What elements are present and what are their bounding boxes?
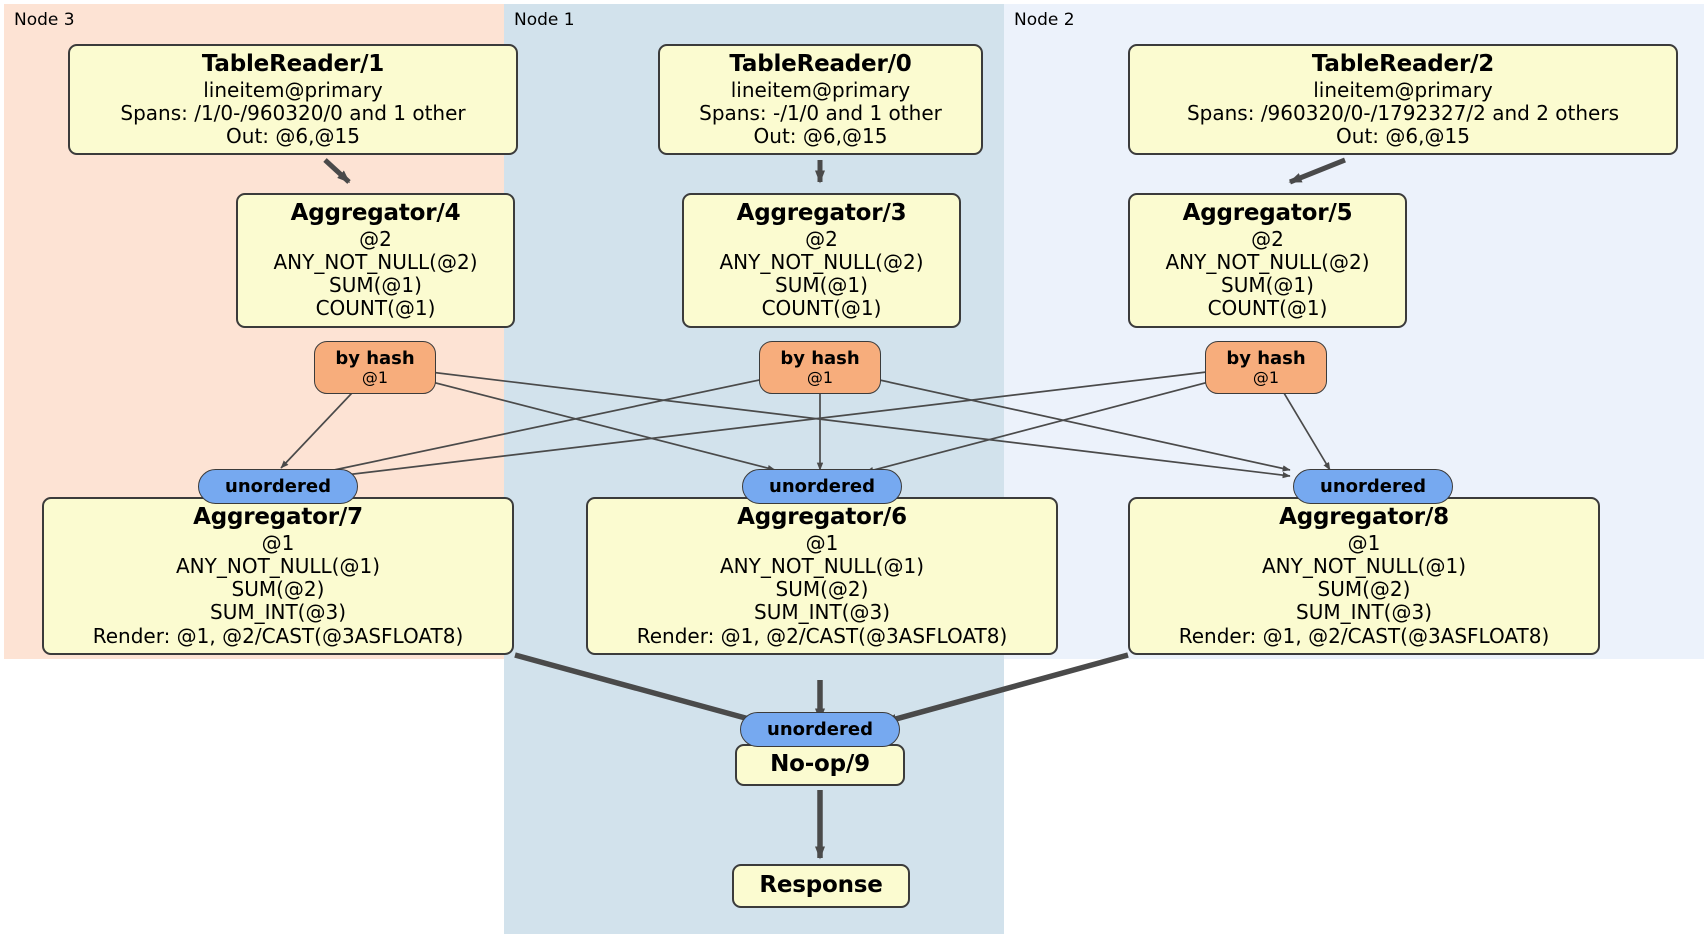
output-router-by-hash-left[interactable]: by hash @1 [314,341,436,394]
processor-row: ANY_NOT_NULL(@1) [720,553,924,578]
processor-aggregator-7[interactable]: Aggregator/7 @1 ANY_NOT_NULL(@1) SUM(@2)… [42,497,514,655]
processor-row: @1 [805,530,839,555]
processor-row: Out: @6,@15 [753,124,888,149]
sync-type-label: unordered [769,475,875,497]
processor-row: ANY_NOT_NULL(@1) [176,553,380,578]
input-sync-unordered-final[interactable]: unordered [740,712,900,747]
processor-row: lineitem@primary [1313,77,1493,102]
processor-title: TableReader/0 [729,51,912,77]
processor-row: @2 [805,226,838,251]
processor-aggregator-8[interactable]: Aggregator/8 @1 ANY_NOT_NULL(@1) SUM(@2)… [1128,497,1600,655]
processor-row: SUM_INT(@3) [210,600,346,625]
router-type-label: by hash [1226,347,1306,369]
processor-row: COUNT(@1) [315,296,436,321]
processor-row: @1 [261,530,295,555]
processor-row: Render: @1, @2/CAST(@3ASFLOAT8) [92,623,464,648]
processor-row: Spans: /1/0-/960320/0 and 1 other [120,100,466,125]
processor-row: lineitem@primary [203,77,383,102]
input-sync-unordered-right[interactable]: unordered [1293,469,1453,504]
processor-row: SUM(@1) [329,273,422,298]
processor-row: COUNT(@1) [761,296,882,321]
processor-title: TableReader/1 [201,51,385,77]
router-type-label: by hash [335,347,415,369]
router-column-label: @1 [806,367,834,387]
processor-aggregator-3[interactable]: Aggregator/3 @2 ANY_NOT_NULL(@2) SUM(@1)… [682,193,961,328]
processor-row: Out: @6,@15 [1336,124,1470,149]
region-node-2-label: Node 2 [1014,10,1075,30]
processor-title: Aggregator/3 [736,200,907,226]
processor-row: @2 [1251,226,1284,251]
sync-type-label: unordered [767,718,873,740]
processor-row: SUM(@1) [1221,273,1314,298]
processor-row: Render: @1, @2/CAST(@3ASFLOAT8) [636,623,1008,648]
processor-title: Aggregator/5 [1182,200,1353,226]
processor-response[interactable]: Response [732,864,910,908]
processor-aggregator-4[interactable]: Aggregator/4 @2 ANY_NOT_NULL(@2) SUM(@1)… [236,193,515,328]
processor-title: Aggregator/7 [193,504,363,530]
processor-row: SUM(@2) [1317,577,1411,602]
processor-row: SUM(@2) [231,577,325,602]
processor-row: ANY_NOT_NULL(@2) [273,249,478,274]
processor-row: Spans: -/1/0 and 1 other [699,100,942,125]
processor-title: Response [759,872,883,899]
output-router-by-hash-center[interactable]: by hash @1 [759,341,881,394]
router-column-label: @1 [1252,367,1280,387]
processor-row: @1 [1347,530,1381,555]
processor-row: COUNT(@1) [1207,296,1328,321]
processor-row: SUM_INT(@3) [1296,600,1432,625]
processor-row: Spans: /960320/0-/1792327/2 and 2 others [1186,100,1619,125]
processor-row: SUM(@2) [775,577,869,602]
processor-row: ANY_NOT_NULL(@1) [1262,553,1466,578]
sync-type-label: unordered [1320,475,1426,497]
sync-type-label: unordered [225,475,331,497]
input-sync-unordered-left[interactable]: unordered [198,469,358,504]
processor-row: SUM(@1) [775,273,868,298]
router-type-label: by hash [780,347,860,369]
processor-title: TableReader/2 [1311,51,1495,77]
processor-row: ANY_NOT_NULL(@2) [1165,249,1370,274]
processor-row: SUM_INT(@3) [754,600,890,625]
router-column-label: @1 [361,367,389,387]
processor-row: Out: @6,@15 [226,124,360,149]
processor-aggregator-5[interactable]: Aggregator/5 @2 ANY_NOT_NULL(@2) SUM(@1)… [1128,193,1407,328]
processor-tablereader-1[interactable]: TableReader/1 lineitem@primary Spans: /1… [68,44,518,156]
processor-tablereader-2[interactable]: TableReader/2 lineitem@primary Spans: /9… [1128,44,1678,156]
processor-aggregator-6[interactable]: Aggregator/6 @1 ANY_NOT_NULL(@1) SUM(@2)… [586,497,1058,655]
region-node-1-label: Node 1 [514,10,575,30]
processor-row: Render: @1, @2/CAST(@3ASFLOAT8) [1178,623,1550,648]
output-router-by-hash-right[interactable]: by hash @1 [1205,341,1327,394]
input-sync-unordered-center[interactable]: unordered [742,469,902,504]
processor-row: lineitem@primary [730,77,911,102]
processor-title: Aggregator/4 [290,200,461,226]
processor-tablereader-0[interactable]: TableReader/0 lineitem@primary Spans: -/… [658,44,983,156]
region-node-3-label: Node 3 [14,10,75,30]
processor-title: Aggregator/8 [1279,504,1449,530]
processor-row: @2 [359,226,392,251]
processor-row: ANY_NOT_NULL(@2) [719,249,924,274]
processor-title: No-op/9 [770,751,870,778]
processor-no-op-9[interactable]: No-op/9 [735,744,905,786]
processor-title: Aggregator/6 [737,504,907,530]
